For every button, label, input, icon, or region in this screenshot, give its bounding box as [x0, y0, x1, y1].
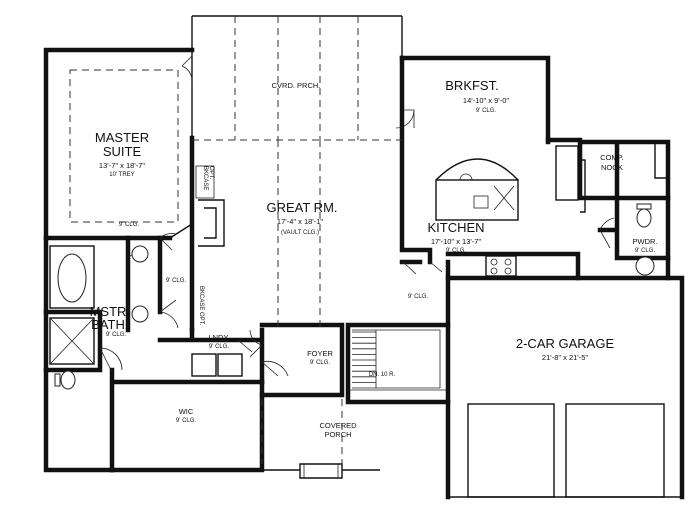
- foyer-ceiling: 9' CLG.: [310, 360, 330, 366]
- label-mstr: MSTR: [90, 304, 127, 319]
- label-comp: COMP.: [600, 153, 624, 162]
- bookcase-note: BKCASE: [202, 166, 208, 190]
- vanity-sink-2: [131, 305, 149, 323]
- garage-doors: [467, 403, 665, 498]
- interior-walls: [43, 55, 671, 473]
- master-dims: 13'-7" x 18'-7": [99, 161, 145, 170]
- fireplace: [198, 199, 225, 247]
- label-bath: BATH: [91, 317, 125, 332]
- wic-ceiling: 9' CLG.: [176, 418, 196, 424]
- kitchen-hall-ceiling: 9' CLG.: [408, 294, 428, 300]
- label-wic: WIC: [179, 407, 194, 416]
- label-suite: SUITE: [103, 144, 142, 159]
- kitchen-ceiling: 9' CLG.: [446, 248, 466, 254]
- label-foyer: FOYER: [307, 349, 333, 358]
- bookcase-opt-note: OPT.: [208, 166, 214, 180]
- label-kitchen: KITCHEN: [427, 220, 484, 235]
- laundry-ceiling: 9' CLG.: [209, 344, 229, 350]
- label-breakfast: BRKFST.: [445, 78, 498, 93]
- powder-sink: [635, 256, 655, 276]
- washer-dryer: [191, 353, 243, 377]
- hall-ceiling: 9' CLG.: [166, 278, 186, 284]
- label-great-room: GREAT RM.: [266, 200, 337, 215]
- label-porch: PORCH: [324, 430, 351, 439]
- kitchen-island: [435, 158, 519, 221]
- bookcase-outline: [195, 165, 215, 199]
- stairs-note: DN. 10 R.: [369, 372, 396, 378]
- dashed-lines: [69, 16, 402, 464]
- label-covered-porch-top: CVRD. PRCH.: [272, 81, 321, 90]
- breakfast-dims: 14'-10" x 9'-0": [463, 96, 509, 105]
- label-garage: 2-CAR GARAGE: [516, 336, 615, 351]
- label-powder: PWDR.: [633, 237, 658, 246]
- pantry-shelf: [555, 145, 579, 201]
- bathtub: [57, 253, 87, 303]
- label-master: MASTER: [95, 130, 149, 145]
- label-nook: NOOK: [601, 163, 623, 172]
- powder-toilet: [636, 203, 652, 228]
- master-hall-ceiling: 9' CLG.: [119, 222, 139, 228]
- kitchen-dims: 17'-10" x 13'-7": [431, 237, 482, 246]
- label-laundry: LNDY.: [208, 333, 229, 342]
- range: [485, 255, 517, 277]
- bath-ceiling: 9' CLG.: [106, 332, 126, 338]
- garage-dims: 21'-8" x 21'-5": [542, 353, 588, 362]
- doors: [99, 55, 615, 377]
- stair-outline: [352, 329, 441, 389]
- shower: [49, 317, 95, 365]
- tub-deck: [49, 245, 95, 309]
- powder-ceiling: 9' CLG.: [635, 248, 655, 254]
- front-porch: [262, 463, 380, 479]
- vanity-sink-1: [131, 245, 149, 263]
- master-ceiling: 10' TREY: [109, 172, 134, 178]
- master-toilet: [54, 370, 76, 390]
- great-room-dims: 17'-4" x 18'-1": [277, 217, 323, 226]
- label-covered: COVERED: [319, 421, 357, 430]
- bookcase-opt-note-2: BKCASE OPT.: [198, 286, 204, 326]
- breakfast-ceiling: 9' CLG.: [476, 108, 496, 114]
- stairs: [352, 329, 441, 389]
- great-room-ceiling: (VAULT CLG.): [281, 230, 319, 236]
